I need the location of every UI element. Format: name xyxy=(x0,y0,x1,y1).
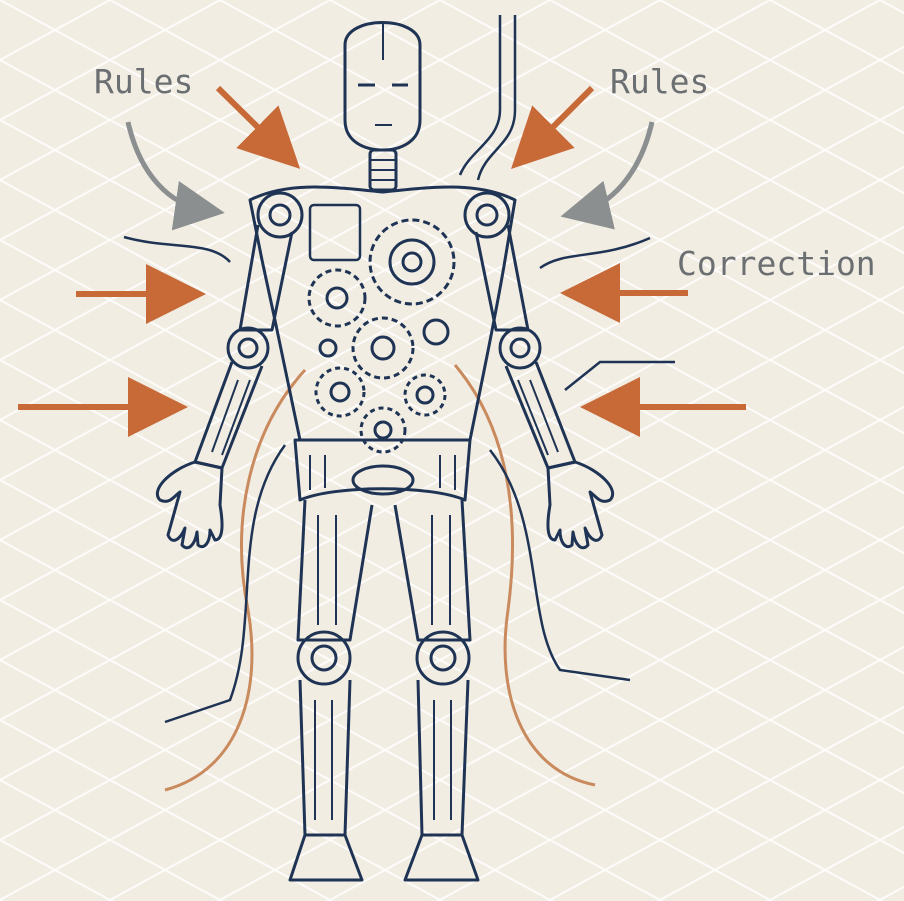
label-rules-left: Rules xyxy=(94,62,193,101)
label-rules-right: Rules xyxy=(610,62,709,101)
label-correction: Correction xyxy=(677,244,876,283)
